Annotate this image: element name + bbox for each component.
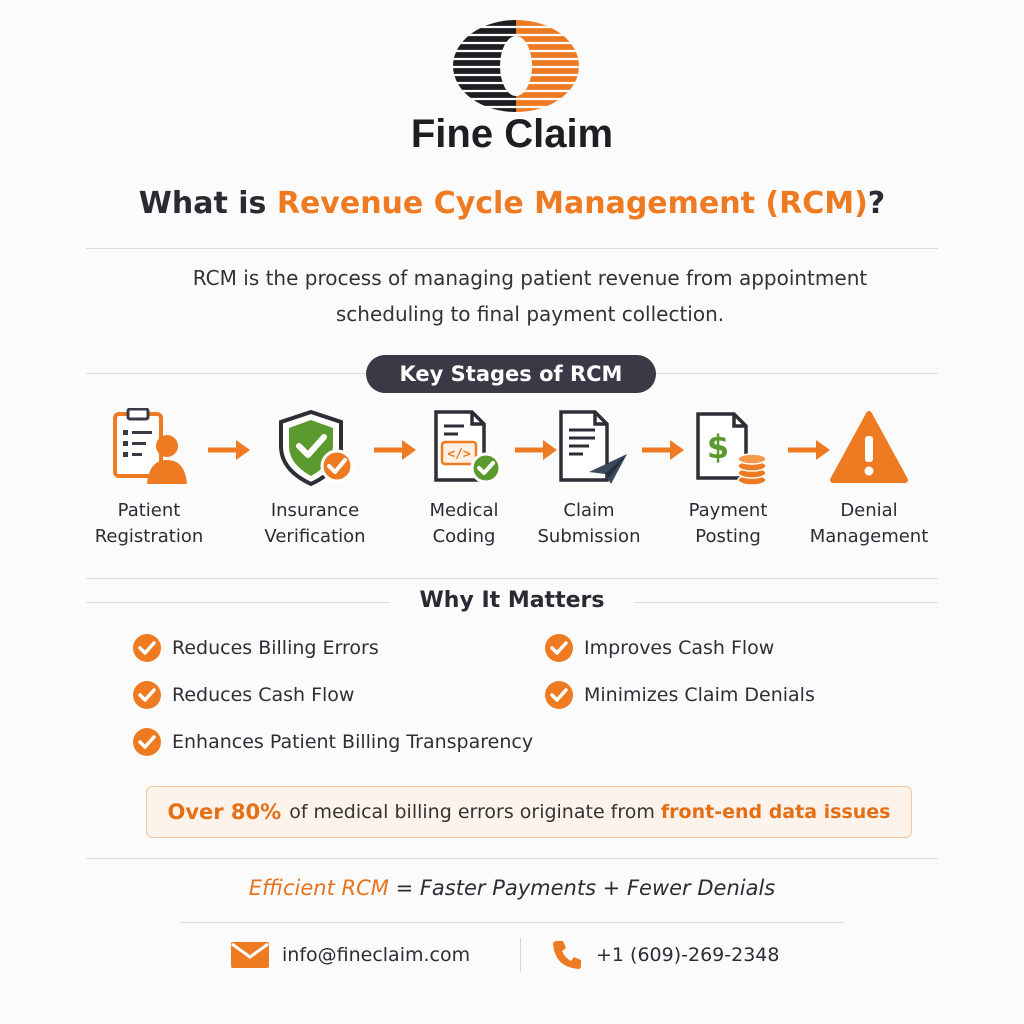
formula-rest: = Faster Payments + Fewer Denials: [388, 876, 776, 900]
arrow-icon: [788, 440, 830, 460]
arrow-icon: [208, 440, 250, 460]
contact-separator: [520, 938, 521, 972]
svg-text:$: $: [707, 428, 729, 466]
warning-triangle-icon: [830, 411, 908, 483]
title-suffix: ?: [867, 186, 886, 221]
arrow-icon: [642, 440, 684, 460]
payment-coins-icon: $: [696, 412, 767, 486]
stage-claim-submission: Claim Submission: [514, 408, 664, 550]
stage-medical-coding: </> Medical Coding: [389, 408, 539, 550]
why-it-matters-title: Why It Matters: [390, 588, 634, 613]
stat-text: of medical billing errors originate from: [289, 801, 655, 823]
title-prefix: What is: [138, 186, 277, 221]
divider: [86, 858, 938, 859]
benefit-item: Minimizes Claim Denials: [544, 680, 815, 710]
envelope-icon: [231, 942, 269, 968]
stage-label: Claim Submission: [537, 500, 641, 547]
contact-phone[interactable]: +1 (609)-269-2348: [550, 938, 779, 972]
benefit-item: Reduces Cash Flow: [132, 680, 354, 710]
stat-highlight: front-end data issues: [660, 801, 891, 823]
stage-patient-registration: Patient Registration: [74, 408, 224, 550]
arrow-icon: [374, 440, 416, 460]
divider: [180, 922, 844, 923]
formula-accent: Efficient RCM: [248, 876, 389, 900]
rcm-formula: Efficient RCM = Faster Payments + Fewer …: [0, 876, 1024, 900]
benefit-item: Improves Cash Flow: [544, 633, 774, 663]
benefit-label: Reduces Cash Flow: [172, 684, 355, 706]
brand-name: Fine Claim: [410, 112, 614, 156]
stage-label: Patient Registration: [94, 500, 204, 547]
stage-denial-management: Denial Management: [794, 408, 944, 550]
title-accent: Revenue Cycle Management (RCM): [276, 186, 868, 221]
code-document-icon: </>: [434, 410, 502, 484]
stage-label: Denial Management: [809, 500, 929, 547]
check-circle-icon: [545, 681, 573, 709]
check-circle-icon: [133, 728, 161, 756]
benefit-label: Improves Cash Flow: [584, 637, 775, 659]
arrow-icon: [515, 440, 557, 460]
stat-figure: Over 80%: [167, 800, 282, 824]
divider: [86, 248, 938, 249]
benefit-label: Minimizes Claim Denials: [584, 684, 815, 706]
patient-registration-icon: [113, 408, 187, 484]
stage-label: Medical Coding: [429, 500, 499, 547]
page-title: What is Revenue Cycle Management (RCM)?: [0, 186, 1024, 221]
svg-text:</>: </>: [447, 447, 471, 462]
divider: [86, 578, 938, 579]
contact-email[interactable]: info@fineclaim.com: [230, 938, 470, 972]
stage-label: Payment Posting: [688, 500, 768, 547]
stage-insurance-verification: Insurance Verification: [240, 408, 390, 550]
benefit-label: Reduces Billing Errors: [172, 637, 379, 659]
email-text: info@fineclaim.com: [282, 944, 471, 966]
intro-text: RCM is the process of managing patient r…: [192, 266, 868, 326]
phone-text: +1 (609)-269-2348: [596, 944, 780, 966]
fine-claim-logo: [452, 20, 580, 112]
shield-check-icon: [279, 409, 354, 487]
phone-icon: [553, 941, 581, 969]
benefit-label: Enhances Patient Billing Transparency: [172, 731, 534, 753]
check-circle-icon: [545, 634, 573, 662]
stat-callout: Over 80% of medical billing errors origi…: [146, 786, 912, 838]
check-circle-icon: [133, 634, 161, 662]
benefit-item: Reduces Billing Errors: [132, 633, 379, 663]
stage-payment-posting: $ Payment Posting: [653, 408, 803, 550]
claim-send-icon: [559, 410, 627, 484]
benefit-item: Enhances Patient Billing Transparency: [132, 727, 533, 757]
stage-label: Insurance Verification: [264, 500, 366, 547]
check-circle-icon: [133, 681, 161, 709]
stages-title: Key Stages of RCM: [366, 355, 656, 393]
